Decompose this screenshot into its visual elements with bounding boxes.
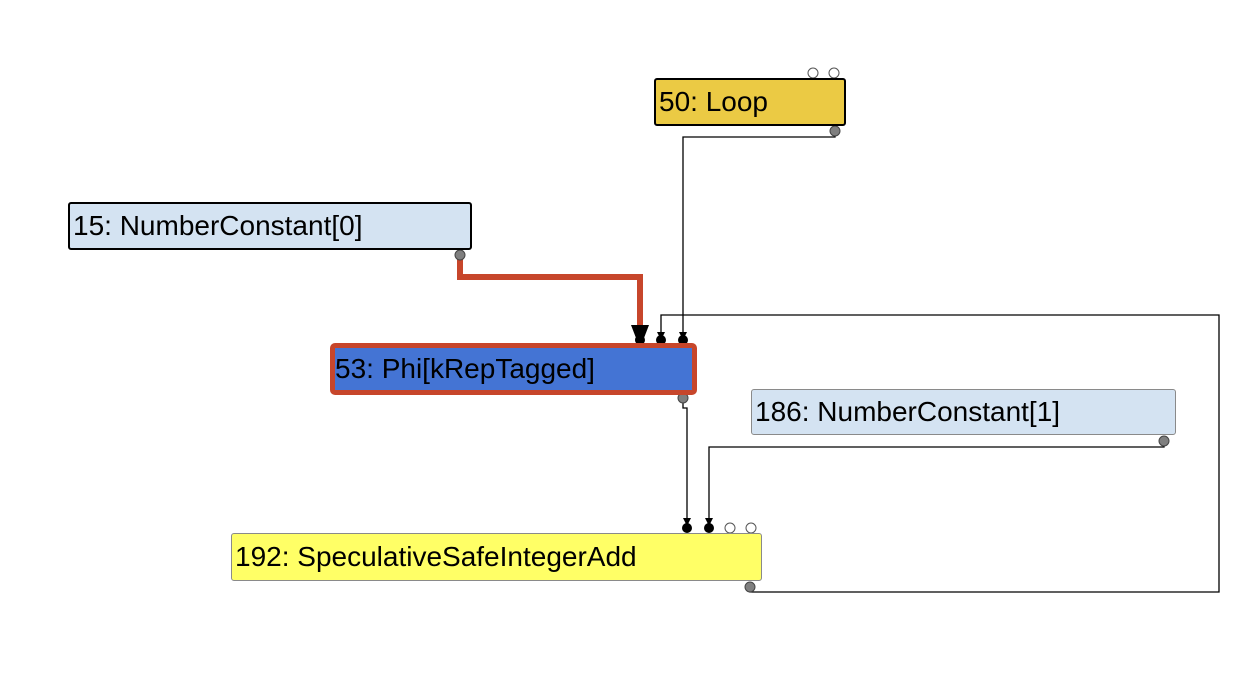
node-label: 192: SpeculativeSafeIntegerAdd — [235, 541, 637, 572]
node-label: 15: NumberConstant[0] — [73, 210, 363, 241]
output-port-icon[interactable] — [744, 581, 756, 593]
node-50-loop[interactable]: 50: Loop — [654, 78, 846, 126]
output-port-icon[interactable] — [829, 125, 841, 137]
node-53-phi[interactable]: 53: Phi[kRepTagged] — [330, 343, 697, 395]
node-label: 53: Phi[kRepTagged] — [335, 353, 595, 384]
edge-186-to-192[interactable] — [708, 441, 1165, 524]
input-port-icon[interactable] — [682, 523, 692, 533]
edge-53-to-192[interactable] — [682, 398, 688, 524]
output-port-icon[interactable] — [1158, 435, 1170, 447]
output-port-icon[interactable] — [454, 249, 466, 261]
node-192-speculative-safe-integer-add[interactable]: 192: SpeculativeSafeIntegerAdd — [231, 533, 762, 581]
empty-input-port-icon[interactable] — [828, 67, 840, 79]
node-15-number-constant[interactable]: 15: NumberConstant[0] — [68, 202, 472, 250]
node-186-number-constant[interactable]: 186: NumberConstant[1] — [751, 389, 1176, 435]
empty-input-port-icon[interactable] — [724, 522, 736, 534]
node-label: 50: Loop — [659, 86, 768, 117]
edge-50-to-53[interactable] — [682, 131, 836, 338]
input-port-icon[interactable] — [704, 523, 714, 533]
edge-15-to-53[interactable] — [457, 255, 643, 338]
arrowhead-15-to-53 — [631, 325, 649, 341]
input-port-icon[interactable] — [635, 335, 645, 345]
arrowhead-186-to-192 — [705, 518, 713, 526]
empty-input-port-icon[interactable] — [807, 67, 819, 79]
input-port-icon[interactable] — [656, 335, 666, 345]
empty-input-port-icon[interactable] — [745, 522, 757, 534]
node-label: 186: NumberConstant[1] — [755, 396, 1061, 427]
input-port-icon[interactable] — [678, 335, 688, 345]
arrowhead-53-to-192 — [683, 518, 691, 526]
